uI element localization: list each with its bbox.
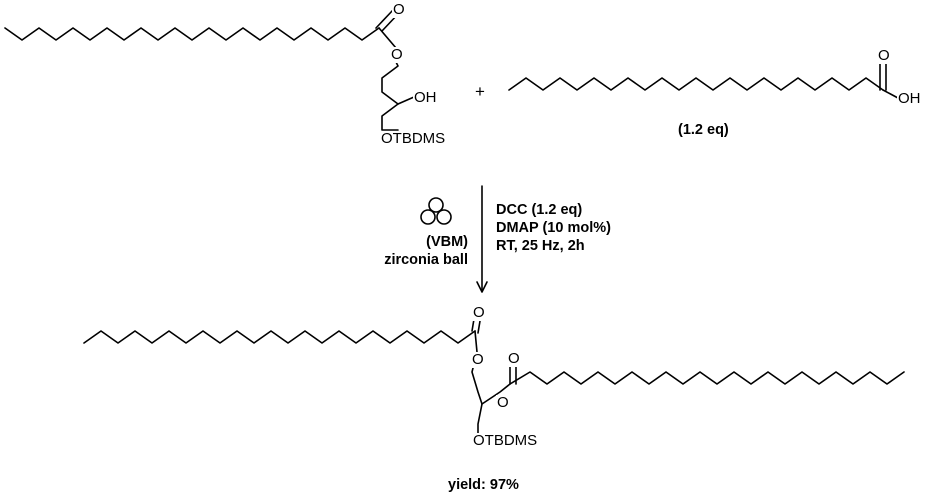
product-carbonyl-oxygen-1: O bbox=[472, 304, 486, 321]
product-ester-oxygen-2: O bbox=[496, 394, 510, 411]
product-carbonyl-bond-1a bbox=[471, 318, 475, 332]
plus-sign: + bbox=[474, 82, 486, 101]
product-fatty-chain-2 bbox=[509, 371, 905, 385]
ball-top-icon bbox=[428, 197, 444, 213]
mill-type-label: (VBM) bbox=[426, 234, 468, 250]
product-ester-oxygen-1: O bbox=[471, 351, 485, 368]
reactant2-carbonyl-oxygen: O bbox=[877, 47, 891, 64]
product-carbonyl-bond-1b bbox=[477, 320, 481, 334]
reactant1-glycerol-backbone bbox=[378, 27, 399, 131]
reactant2-equivalents: (1.2 eq) bbox=[678, 122, 729, 138]
reactant1-fatty-chain bbox=[4, 27, 380, 41]
reactant1-ester-oxygen: O bbox=[390, 46, 404, 63]
product-carbonyl-oxygen-2: O bbox=[507, 350, 521, 367]
reagent-line-2: DMAP (10 mol%) bbox=[496, 220, 611, 236]
product-fatty-chain-1 bbox=[83, 330, 476, 344]
reactant1-carbonyl-bond-a bbox=[375, 9, 394, 29]
reagent-line-3: RT, 25 Hz, 2h bbox=[496, 238, 585, 254]
reactant2-oh-bond bbox=[882, 89, 899, 99]
ball-left-icon bbox=[420, 209, 436, 225]
reactant1-oh-bond bbox=[397, 96, 415, 105]
milling-media-label: zirconia ball bbox=[384, 252, 468, 268]
product-silyl-ether: OTBDMS bbox=[472, 432, 539, 449]
reactant2-hydroxyl: OH bbox=[897, 90, 922, 107]
reactant2-fatty-chain bbox=[508, 77, 884, 91]
product-ester-link-2 bbox=[481, 383, 511, 405]
reactant1-carbonyl-oxygen: O bbox=[392, 1, 406, 18]
reagent-line-1: DCC (1.2 eq) bbox=[496, 202, 583, 218]
product-glycerol-backbone bbox=[471, 330, 495, 441]
reaction-arrow-head bbox=[476, 281, 488, 293]
ball-right-icon bbox=[436, 209, 452, 225]
yield-label: yield: 97% bbox=[448, 477, 519, 493]
reactant1-silyl-ether: OTBDMS bbox=[380, 130, 447, 147]
reactant1-hydroxyl: OH bbox=[413, 89, 438, 106]
